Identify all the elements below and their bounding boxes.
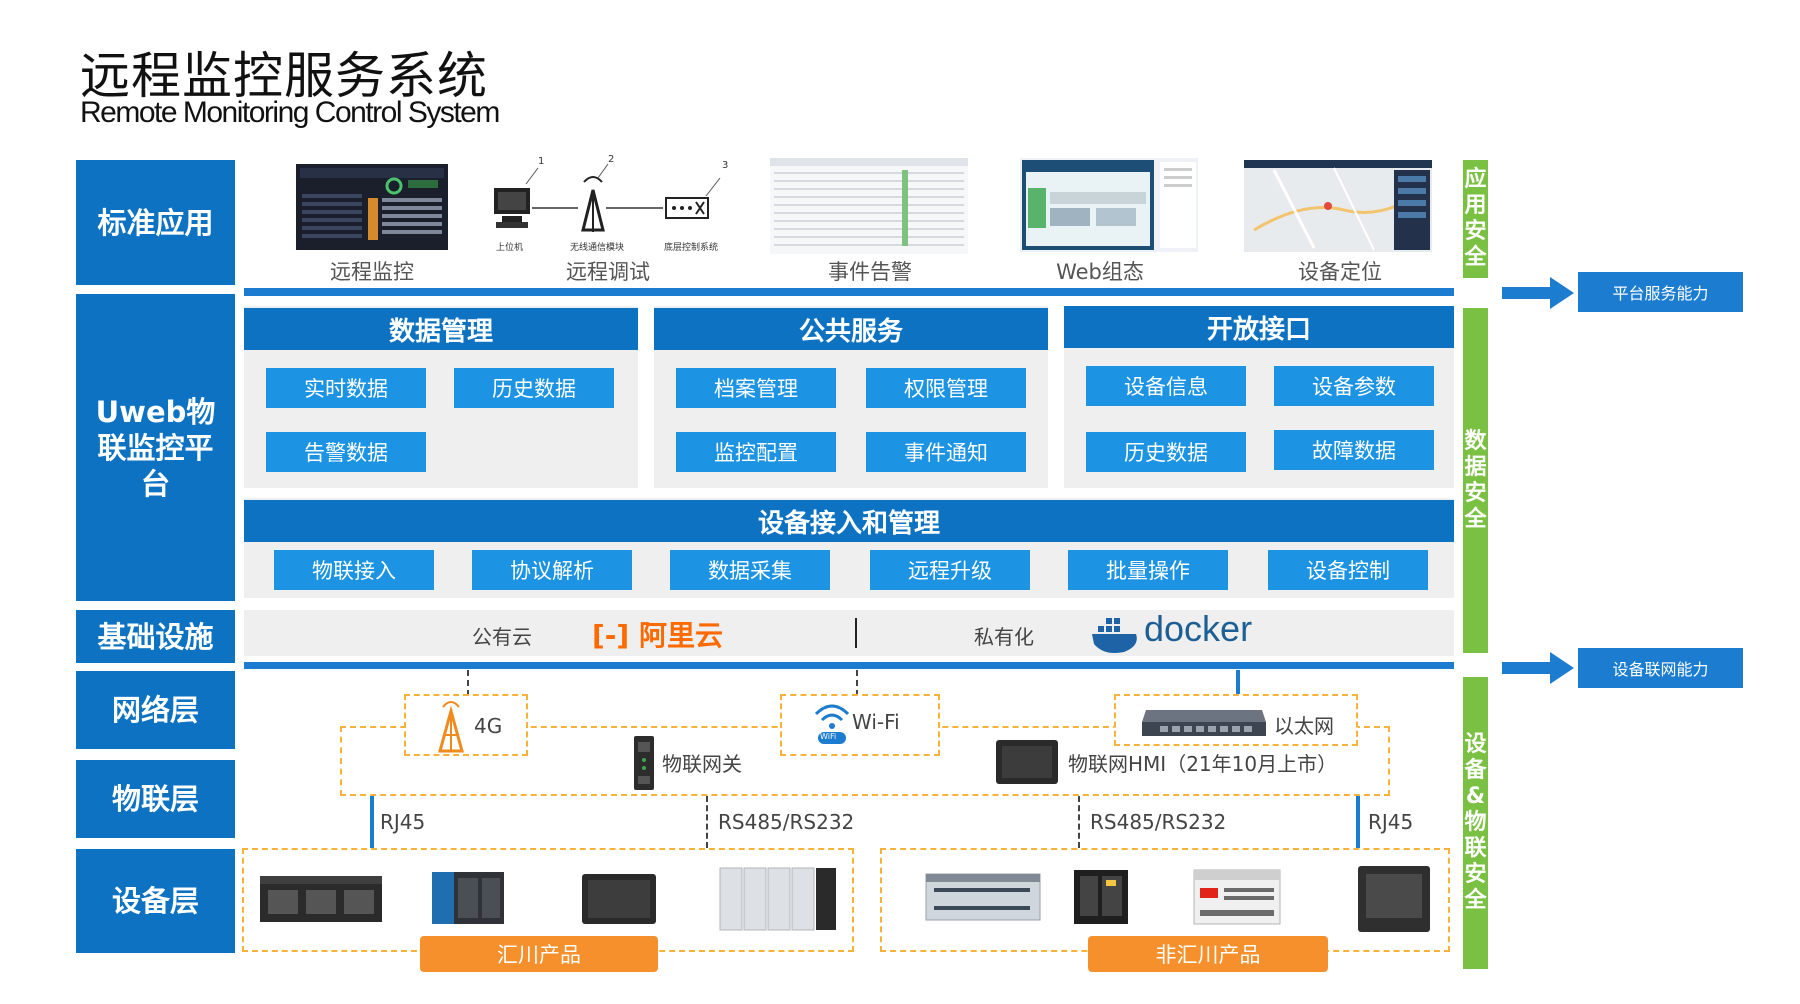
layer-iot: 物联层 xyxy=(76,760,235,838)
btn-alarm-data: 告警数据 xyxy=(266,432,426,472)
debug-number-2: 2 xyxy=(608,154,615,165)
separator-bar-top xyxy=(244,288,1454,296)
hmi-panel-icon xyxy=(996,740,1058,784)
label-4g: 4G xyxy=(474,714,503,738)
wifi-icon xyxy=(814,704,850,744)
debug-number-3: 3 xyxy=(722,160,729,171)
docker-whale-icon xyxy=(1092,618,1137,653)
third-party-controller-icon xyxy=(1193,869,1281,925)
third-party-hmi-icon xyxy=(1358,866,1430,932)
btn-history-data: 历史数据 xyxy=(454,368,614,408)
capability-platform-service: 平台服务能力 xyxy=(1578,272,1743,312)
btn-realtime-data: 实时数据 xyxy=(266,368,426,408)
connector-ethernet xyxy=(1236,670,1240,698)
iot-gateway-icon xyxy=(634,736,654,790)
label-non-inovance-products: 非汇川产品 xyxy=(1088,936,1328,972)
touchscreen-icon xyxy=(582,874,656,924)
map-screenshot-icon xyxy=(1244,160,1432,252)
header-data-management: 数据管理 xyxy=(244,308,638,350)
header-public-service: 公共服务 xyxy=(654,308,1048,350)
label-inovance-products: 汇川产品 xyxy=(420,936,658,972)
page-subtitle: Remote Monitoring Control System xyxy=(80,96,500,129)
arrow-right-icon xyxy=(1502,652,1574,684)
security-app: 应用安全 xyxy=(1463,160,1488,278)
btn-batch-operation: 批量操作 xyxy=(1068,550,1228,590)
aliyun-text: 阿里云 xyxy=(638,619,723,652)
btn-event-notify: 事件通知 xyxy=(866,432,1026,472)
debug-number-1: 1 xyxy=(538,156,545,167)
header-device-access: 设备接入和管理 xyxy=(244,500,1454,542)
ethernet-switch-icon xyxy=(1142,710,1266,736)
debug-label-controller: 底层控制系统 xyxy=(664,243,719,253)
connector-4g xyxy=(467,670,469,696)
btn-permission-mgmt: 权限管理 xyxy=(866,368,1026,408)
label-rj45-left: RJ45 xyxy=(380,810,426,834)
layer-device: 设备层 xyxy=(76,849,235,953)
plc-controller-icon xyxy=(260,876,382,922)
app-label-remote-monitor: 远程监控 xyxy=(330,260,414,284)
btn-protocol-parse: 协议解析 xyxy=(472,550,632,590)
link-rs-right-line xyxy=(1078,796,1080,848)
arrow-right-icon xyxy=(1502,277,1574,309)
aliyun-bracket-icon: [-] xyxy=(592,619,630,652)
infra-divider xyxy=(855,618,857,648)
box-wifi xyxy=(780,694,940,756)
alarm-table-screenshot-icon xyxy=(770,158,968,254)
capability-device-network: 设备联网能力 xyxy=(1578,648,1743,688)
link-rj45-left-line xyxy=(370,796,374,848)
servo-drives-icon xyxy=(719,867,836,931)
label-public-cloud: 公有云 xyxy=(472,625,532,649)
label-rs-left: RS485/RS232 xyxy=(718,810,855,834)
connector-wifi xyxy=(856,670,858,696)
security-device-iot: 设备&物联安全 xyxy=(1463,677,1488,969)
third-party-servo-icon xyxy=(1074,870,1128,924)
label-rs-right: RS485/RS232 xyxy=(1090,810,1227,834)
debug-diagram-icon xyxy=(494,163,721,232)
btn-device-params: 设备参数 xyxy=(1274,366,1434,406)
btn-device-control: 设备控制 xyxy=(1268,550,1428,590)
dashboard-screenshot-icon xyxy=(296,164,448,250)
box-4g xyxy=(404,694,528,756)
label-rj45-right: RJ45 xyxy=(1368,810,1414,834)
separator-bar-bottom xyxy=(244,662,1454,669)
btn-iot-access: 物联接入 xyxy=(274,550,434,590)
panel-infrastructure xyxy=(244,610,1454,656)
btn-monitor-config: 监控配置 xyxy=(676,432,836,472)
aliyun-logo: [-] 阿里云 xyxy=(592,614,723,654)
label-wifi: Wi-Fi xyxy=(852,710,900,734)
debug-label-wireless: 无线通信模块 xyxy=(570,243,625,253)
btn-fault-data: 故障数据 xyxy=(1274,430,1434,470)
security-data: 数据安全 xyxy=(1463,308,1488,653)
scada-screenshot-icon xyxy=(1020,158,1198,252)
btn-open-history-data: 历史数据 xyxy=(1086,432,1246,472)
page-title: 远程监控服务系统 xyxy=(80,47,488,105)
io-module-icon xyxy=(432,872,504,924)
app-label-web-scada: Web组态 xyxy=(1056,260,1144,284)
label-private: 私有化 xyxy=(974,625,1034,649)
debug-label-pc: 上位机 xyxy=(496,243,524,253)
header-open-api: 开放接口 xyxy=(1064,306,1454,348)
label-ethernet: 以太网 xyxy=(1274,714,1334,738)
wifi-badge: WiFi xyxy=(820,732,837,741)
app-label-device-location: 设备定位 xyxy=(1298,260,1382,284)
layer-network: 网络层 xyxy=(76,671,235,749)
btn-data-collect: 数据采集 xyxy=(670,550,830,590)
layer-platform: Uweb物联监控平台 xyxy=(76,294,235,601)
label-iot-gateway: 物联网关 xyxy=(662,752,742,776)
docker-text: docker xyxy=(1144,608,1253,649)
cell-tower-icon xyxy=(438,701,464,753)
layer-standard-app: 标准应用 xyxy=(76,160,235,285)
layer-infra: 基础设施 xyxy=(76,610,235,663)
app-label-event-alarm: 事件告警 xyxy=(828,260,912,284)
label-iot-hmi: 物联网HMI（21年10月上市） xyxy=(1068,752,1338,776)
link-rj45-right-line xyxy=(1356,796,1360,848)
btn-remote-upgrade: 远程升级 xyxy=(870,550,1030,590)
third-party-plc-icon xyxy=(925,873,1041,921)
btn-device-info: 设备信息 xyxy=(1086,366,1246,406)
btn-archive-mgmt: 档案管理 xyxy=(676,368,836,408)
link-rs-left-line xyxy=(706,796,708,848)
app-label-remote-debug: 远程调试 xyxy=(566,260,650,284)
